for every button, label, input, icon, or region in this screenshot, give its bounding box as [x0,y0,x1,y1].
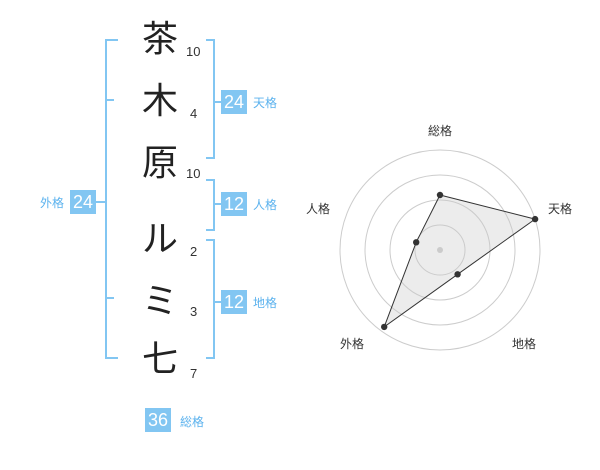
name-char-2: 木 [141,81,178,122]
chikaku-bracket [206,239,215,359]
stroke-count-5: 3 [190,304,198,319]
stroke-count-1: 10 [186,44,201,59]
tenkaku-value-badge: 24 [221,90,248,114]
radar-axis-label-chikaku: 地格 [512,337,537,351]
radar-axis-label-tenkaku: 天格 [548,202,573,216]
radar-grid-ring [389,199,491,301]
gaikaku-label: 外格 [40,196,65,210]
stroke-count-6: 7 [190,366,198,381]
radar-axis-label-gaikaku: 外格 [340,337,365,351]
radar-point-5 [413,239,420,246]
chikaku-label: 地格 [253,296,278,310]
radar-center-dot [437,247,443,253]
radar-point-4 [381,323,388,331]
radar-value-polygon [383,194,537,329]
jinkaku-label: 人格 [253,198,278,212]
radar-point-3 [454,271,461,278]
soukaku-value-badge: 36 [145,408,172,432]
stroke-count-2: 4 [190,106,198,121]
radar-point-1 [436,191,444,199]
radar-grid-ring [339,149,541,351]
name-char-5: ミ [141,281,178,322]
radar-grid-ring [364,174,516,326]
name-char-1: 茶 [141,19,178,60]
gaikaku-bracket [105,39,118,359]
name-char-4: ル [141,219,178,260]
radar-point-2 [531,215,539,223]
name-char-6: 七 [141,339,178,380]
radar-grid-ring [414,224,466,276]
jinkaku-value-badge: 12 [221,192,248,216]
name-char-3: 原 [141,143,178,184]
stroke-count-3: 10 [186,166,201,181]
stroke-count-4: 2 [190,244,198,259]
radar-axis-label-jinkaku: 人格 [306,202,331,216]
soukaku-label: 総格 [180,415,205,429]
tenkaku-bracket [206,39,215,159]
gaikaku-value-badge: 24 [70,190,97,214]
chikaku-value-badge: 12 [221,290,248,314]
tenkaku-label: 天格 [253,96,278,110]
radar-axis-label-soukaku: 総格 [428,124,453,138]
